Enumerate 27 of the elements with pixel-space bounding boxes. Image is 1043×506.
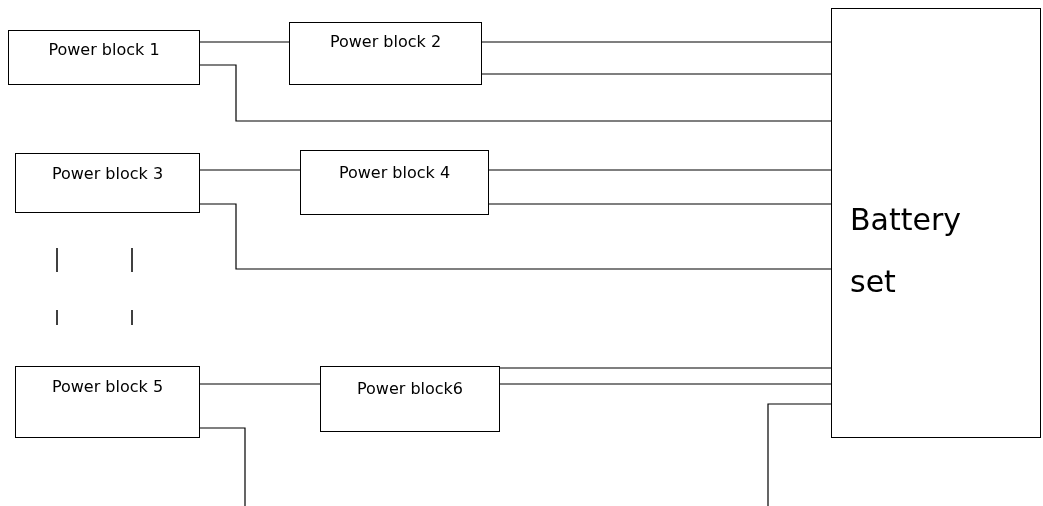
- box-label: Power block 5: [50, 377, 165, 396]
- connector-line: [199, 383, 321, 385]
- box-label: Power block6: [355, 379, 465, 398]
- block-box: [15, 366, 200, 438]
- connector-line: [481, 73, 832, 75]
- block-box: [15, 153, 200, 213]
- connector-line: [488, 169, 832, 171]
- box-label: Power block 4: [337, 163, 452, 182]
- connector-line: [199, 41, 290, 43]
- box-label: Power block 3: [50, 164, 165, 183]
- battery-box: [831, 8, 1041, 438]
- connector-line: [481, 41, 832, 43]
- connector-line: [499, 383, 832, 385]
- connector-line: [199, 64, 832, 122]
- block-box: [289, 22, 482, 85]
- block-box: [320, 366, 500, 432]
- box-label: Battery set: [850, 201, 963, 301]
- connector-line: [499, 367, 832, 369]
- connector-line: [199, 203, 832, 270]
- connector-line: [199, 169, 301, 171]
- connector-line: [488, 203, 832, 205]
- box-label: Power block 2: [328, 32, 443, 51]
- block-box: [300, 150, 489, 215]
- connector-line: [199, 427, 246, 506]
- block-box: [8, 30, 200, 85]
- box-label: Power block 1: [47, 40, 161, 59]
- connector-line: [767, 403, 832, 506]
